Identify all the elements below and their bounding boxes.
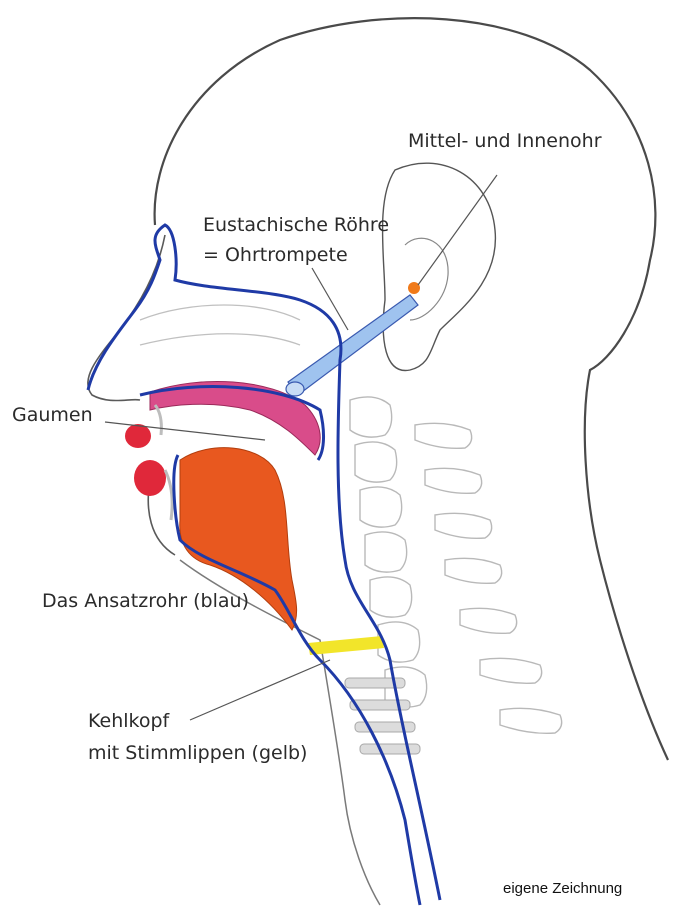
leader-kehlkopf	[190, 660, 330, 720]
vertebra-2	[355, 442, 397, 482]
trachea-rings	[345, 678, 420, 754]
upper-lip	[125, 424, 151, 448]
label-ansatzrohr: Das Ansatzrohr (blau)	[42, 588, 249, 615]
spinous-2	[425, 468, 482, 493]
nasal-conchae	[140, 305, 300, 345]
spinous-5	[460, 608, 517, 633]
label-gaumen: Gaumen	[12, 402, 93, 429]
label-stimmlippen: mit Stimmlippen (gelb)	[88, 740, 307, 767]
spinous-7	[500, 708, 562, 733]
label-mittel-innenohr: Mittel- und Innenohr	[408, 128, 602, 155]
lower-lip	[134, 460, 166, 496]
vertebra-1	[350, 397, 392, 437]
leader-eustachische	[312, 268, 348, 330]
label-ohrtrompete: = Ohrtrompete	[203, 242, 348, 269]
trachea-ring	[355, 722, 415, 732]
eustachian-tube-opening	[286, 382, 304, 396]
spinous-6	[480, 658, 542, 683]
trachea-ring	[360, 744, 420, 754]
vocal-folds	[308, 636, 384, 655]
spinous-1	[415, 423, 472, 448]
ear-outline	[383, 163, 496, 370]
label-kehlkopf: Kehlkopf	[88, 708, 169, 735]
label-eustachische-roehre: Eustachische Röhre	[203, 212, 389, 239]
vertebra-5	[370, 577, 412, 617]
spinous-3	[435, 513, 492, 538]
credit-text: eigene Zeichnung	[503, 880, 622, 897]
leader-mittel-innenohr	[418, 175, 497, 285]
spinous-4	[445, 558, 502, 583]
vertebra-3	[360, 487, 402, 527]
vertebra-4	[365, 532, 407, 572]
eustachian-tube	[288, 295, 418, 395]
